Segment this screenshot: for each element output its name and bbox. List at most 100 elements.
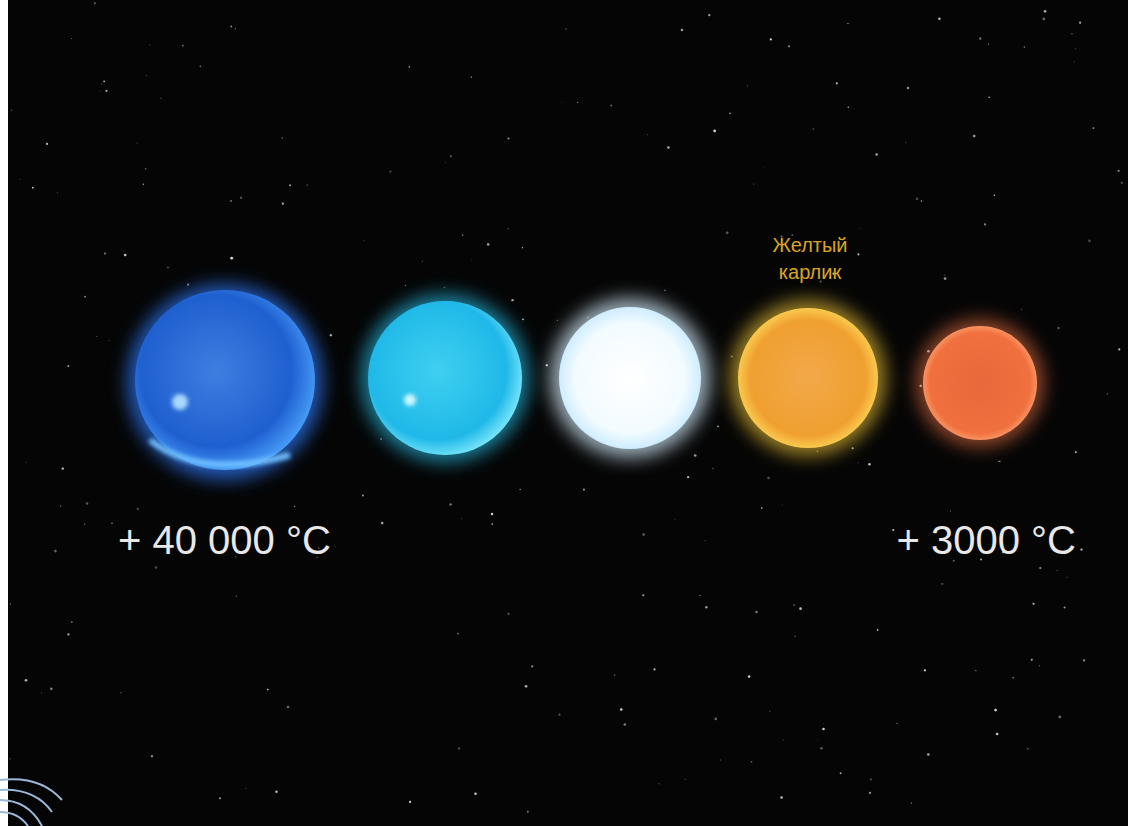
star-dot (859, 227, 861, 229)
star-dot (200, 66, 201, 67)
star-dot (708, 14, 710, 16)
star-dot (565, 28, 566, 29)
star-dot (71, 621, 73, 623)
star-dot (780, 796, 783, 799)
star-dot (46, 143, 48, 145)
star-dot (694, 454, 697, 457)
star-dot (783, 739, 784, 740)
star-dot (877, 629, 879, 631)
star-dot (511, 299, 513, 301)
star-dot (449, 503, 451, 505)
star-dot (167, 267, 169, 269)
star-dot (654, 668, 656, 670)
star-dot (32, 187, 34, 189)
star-dot (998, 461, 999, 462)
star-dot (1083, 659, 1085, 661)
star-dot (458, 747, 460, 749)
star-dot (363, 239, 365, 241)
star-dot (422, 260, 424, 262)
star-dot (137, 142, 138, 143)
star-dot (941, 583, 943, 585)
star-dot (907, 87, 910, 90)
star-dot (788, 45, 790, 47)
star-dot (916, 198, 919, 201)
star-dot (160, 97, 162, 99)
star-dot (145, 74, 147, 76)
star-dot (924, 669, 926, 671)
star-dot (507, 137, 509, 139)
star-dot (457, 633, 459, 635)
star-dot (491, 523, 493, 525)
star-dot (875, 153, 877, 155)
star-dot (94, 2, 96, 4)
star-dot (282, 203, 284, 205)
star-dot (409, 801, 411, 803)
star-dot (70, 37, 72, 39)
star-dot (729, 112, 731, 114)
star-dot (1058, 716, 1061, 719)
star-dot (307, 185, 308, 186)
star-dot (245, 787, 247, 789)
star-dot (950, 510, 951, 511)
star-dot (994, 709, 997, 712)
star-dot (769, 711, 770, 712)
star-dot (50, 688, 53, 691)
star-dot (405, 285, 406, 286)
star-dot (103, 81, 105, 83)
star-dot (767, 477, 770, 480)
star-dot (187, 284, 189, 286)
star-dot (96, 336, 97, 337)
star-dot (111, 523, 113, 525)
star-dot (155, 566, 158, 569)
star-dot (84, 296, 86, 298)
star-dot (294, 506, 296, 508)
star-dot (700, 595, 701, 596)
star-dot (9, 758, 10, 759)
star-dot (921, 200, 923, 202)
star-dot (794, 636, 795, 637)
star-dot (905, 142, 907, 144)
star-dot (444, 287, 446, 289)
corner-swoosh (0, 779, 62, 826)
star-dot (610, 105, 612, 107)
star-dot (143, 183, 145, 185)
star-dot (235, 28, 236, 29)
star-dot (230, 26, 232, 28)
star-dot (531, 665, 533, 667)
star-dot (755, 611, 757, 613)
star-dot (713, 130, 716, 133)
star-dot (445, 162, 447, 164)
star-dot (938, 18, 941, 21)
star-dot (848, 107, 849, 108)
star-dot (836, 82, 838, 84)
star-dot (381, 522, 384, 525)
star-dot (1118, 348, 1120, 350)
star-dot (282, 137, 284, 139)
star-dot (1067, 577, 1068, 578)
star-dot (389, 171, 391, 173)
star-dot (57, 192, 58, 193)
star-dot (240, 197, 242, 199)
star-dot (287, 706, 289, 708)
star-dot (62, 467, 64, 469)
star-dot (1118, 170, 1120, 172)
star-dot (823, 723, 825, 725)
star-dot (973, 135, 975, 137)
star-dot (642, 533, 645, 536)
star-dot (975, 670, 976, 671)
star-dot (25, 679, 28, 682)
star-dot (1071, 33, 1072, 34)
star-dot (522, 318, 524, 320)
star-dot (731, 355, 733, 357)
star-dot (149, 44, 151, 46)
star-dot (462, 234, 464, 236)
star-dot (870, 779, 872, 781)
star-dot (1088, 239, 1091, 242)
star-dot (817, 739, 819, 741)
star-dot (86, 502, 89, 505)
star-dot (470, 260, 472, 262)
star-dot (944, 277, 947, 280)
star-dot (471, 76, 472, 77)
star-dot (84, 523, 86, 525)
star-dot (1057, 327, 1059, 329)
